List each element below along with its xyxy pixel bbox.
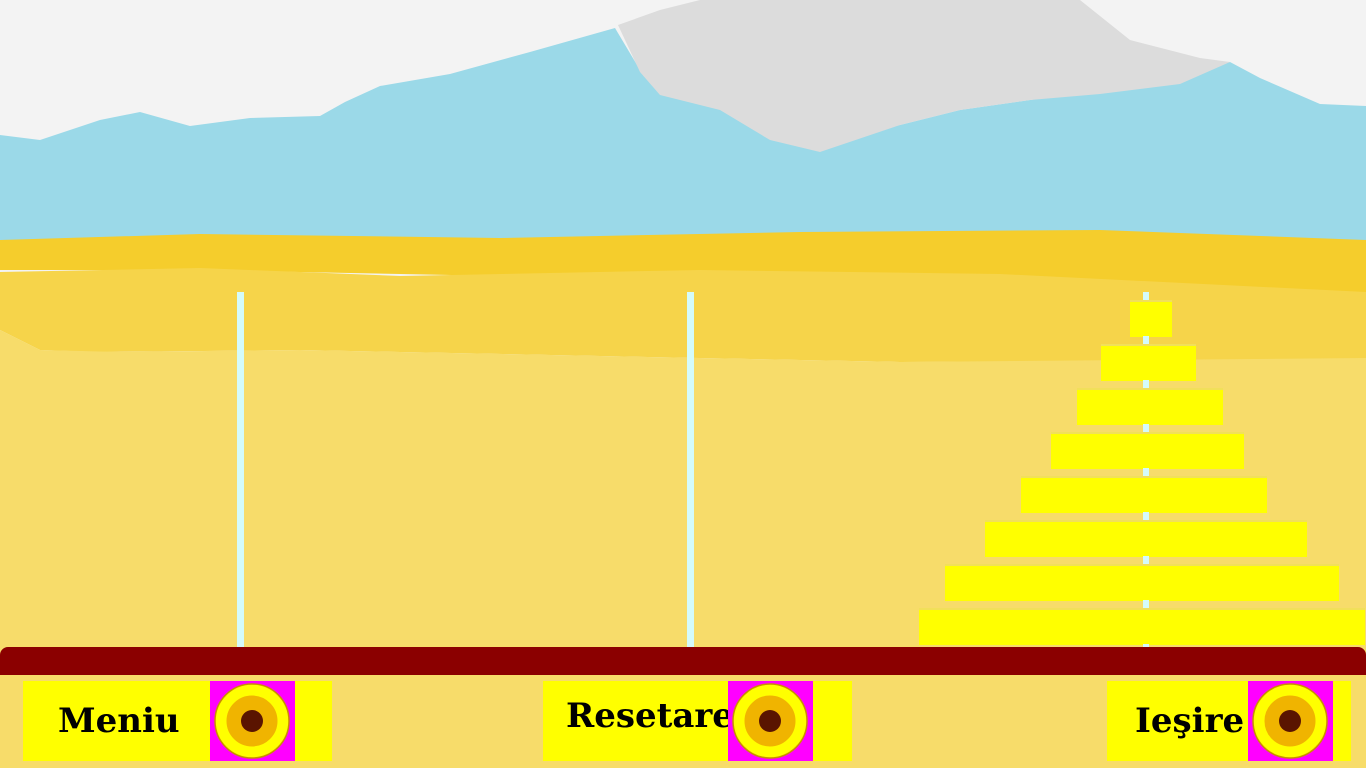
exit-button-label: Ieşire (1135, 701, 1245, 741)
disk-3[interactable] (1077, 388, 1223, 425)
exit-button[interactable]: Ieşire (1107, 681, 1351, 761)
reset-button[interactable]: Resetare (543, 681, 852, 761)
disk-7[interactable] (945, 564, 1339, 601)
disk-8[interactable] (919, 608, 1365, 645)
peg-middle[interactable] (687, 292, 694, 650)
reset-button-label: Resetare (566, 696, 734, 736)
target-icon[interactable] (1248, 681, 1333, 761)
board-base (0, 647, 1366, 675)
dune-mid (0, 268, 1366, 362)
peg-right[interactable] (1143, 292, 1149, 650)
menu-button[interactable]: Meniu (23, 681, 332, 761)
cloud (618, 0, 1230, 152)
target-icon[interactable] (728, 681, 813, 761)
peg-left[interactable] (237, 292, 244, 650)
menu-button-label: Meniu (58, 701, 180, 741)
disk-1[interactable] (1130, 300, 1172, 337)
target-icon[interactable] (210, 681, 295, 761)
mountains (0, 28, 1366, 245)
